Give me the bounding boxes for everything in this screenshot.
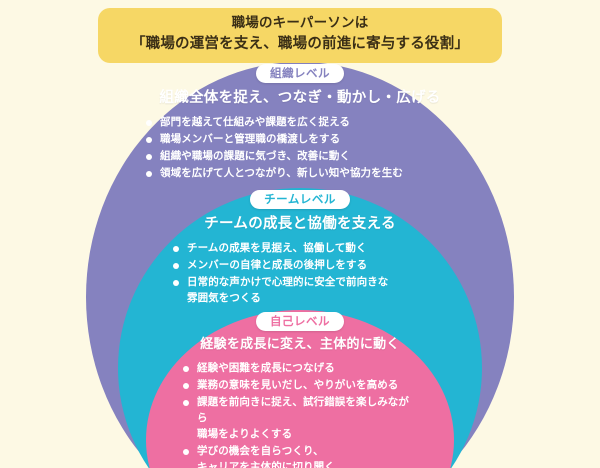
self-level-bullet-list: 経験や困難を成長につなげる 業務の意味を見いだし、やりがいを高める 課題を前向き…: [182, 361, 418, 468]
team-level-bullet-list: チームの成果を見据え、協働して動く メンバーの自律と成長の後押しをする 日常的な…: [172, 241, 428, 307]
bullet-text: 課題を前向きに捉え、試行錯誤を楽しみながら: [197, 396, 409, 425]
list-item: 経験や困難を成長につなげる: [182, 361, 418, 377]
bullet-text: 経験や困難を成長につなげる: [197, 362, 335, 375]
title-banner: 職場のキーパーソンは 「職場の運営を支え、職場の前進に寄与する役割」: [98, 8, 502, 63]
bullet-text-continued: 雰囲気をつくる: [187, 292, 261, 305]
list-item: 組織や職場の課題に気づき、改善に動く: [145, 149, 455, 165]
list-item: 職場メンバーと管理職の橋渡しをする: [145, 132, 455, 148]
organization-level-block: 組織レベル 組織全体を捉え、つなぎ・動かし・広げる 部門を越えて仕組みや課題を広…: [0, 62, 600, 183]
self-level-headline: 経験を成長に変え、主体的に動く: [200, 337, 400, 353]
list-item: 業務の意味を見いだし、やりがいを高める: [182, 378, 418, 394]
self-level-block: 自己レベル 経験を成長に変え、主体的に動く 経験や困難を成長につなげる 業務の意…: [0, 310, 600, 468]
organization-level-bullet-list: 部門を越えて仕組みや課題を広く捉える 職場メンバーと管理職の橋渡しをする 組織や…: [145, 115, 455, 182]
list-item: 日常的な声かけで心理的に安全で前向きな 雰囲気をつくる: [172, 275, 428, 307]
bullet-text: 日常的な声かけで心理的に安全で前向きな: [187, 276, 389, 289]
title-line-1: 職場のキーパーソンは: [231, 15, 369, 31]
bullet-text-continued: 職場をよりよくする: [197, 428, 293, 441]
team-level-badge: チームレベル: [250, 190, 350, 210]
bullet-text: 部門を越えて仕組みや課題を広く捉える: [160, 116, 350, 129]
bullet-text: チームの成果を見据え、協働して動く: [187, 242, 367, 255]
bullet-text: 組織や職場の課題に気づき、改善に動く: [160, 150, 351, 163]
title-line-2: 「職場の運営を支え、職場の前進に寄与する役割」: [130, 35, 470, 52]
team-level-headline: チームの成長と協働を支える: [204, 216, 396, 233]
list-item: チームの成果を見据え、協働して動く: [172, 241, 428, 257]
list-item: 課題を前向きに捉え、試行錯誤を楽しみながら 職場をよりよくする: [182, 395, 418, 443]
organization-level-headline: 組織全体を捉え、つなぎ・動かし・広げる: [159, 90, 441, 107]
bullet-text: 職場メンバーと管理職の橋渡しをする: [160, 133, 341, 146]
bullet-text: メンバーの自律と成長の後押しをする: [187, 259, 368, 272]
bullet-text: 学びの機会を自らつくり、: [197, 445, 324, 458]
bullet-text: 領域を広げて人とつながり、新しい知や協力を生む: [160, 167, 403, 180]
bullet-text: 業務の意味を見いだし、やりがいを高める: [197, 379, 399, 392]
list-item: メンバーの自律と成長の後押しをする: [172, 258, 428, 274]
self-level-badge: 自己レベル: [256, 312, 344, 332]
list-item: 領域を広げて人とつながり、新しい知や協力を生む: [145, 166, 455, 182]
bullet-text-continued: キャリアを主体的に切り開く: [197, 460, 335, 468]
list-item: 部門を越えて仕組みや課題を広く捉える: [145, 115, 455, 131]
list-item: 学びの機会を自らつくり、 キャリアを主体的に切り開く: [182, 444, 418, 468]
team-level-block: チームレベル チームの成長と協働を支える チームの成果を見据え、協働して動く メ…: [0, 188, 600, 308]
organization-level-badge: 組織レベル: [256, 64, 344, 84]
